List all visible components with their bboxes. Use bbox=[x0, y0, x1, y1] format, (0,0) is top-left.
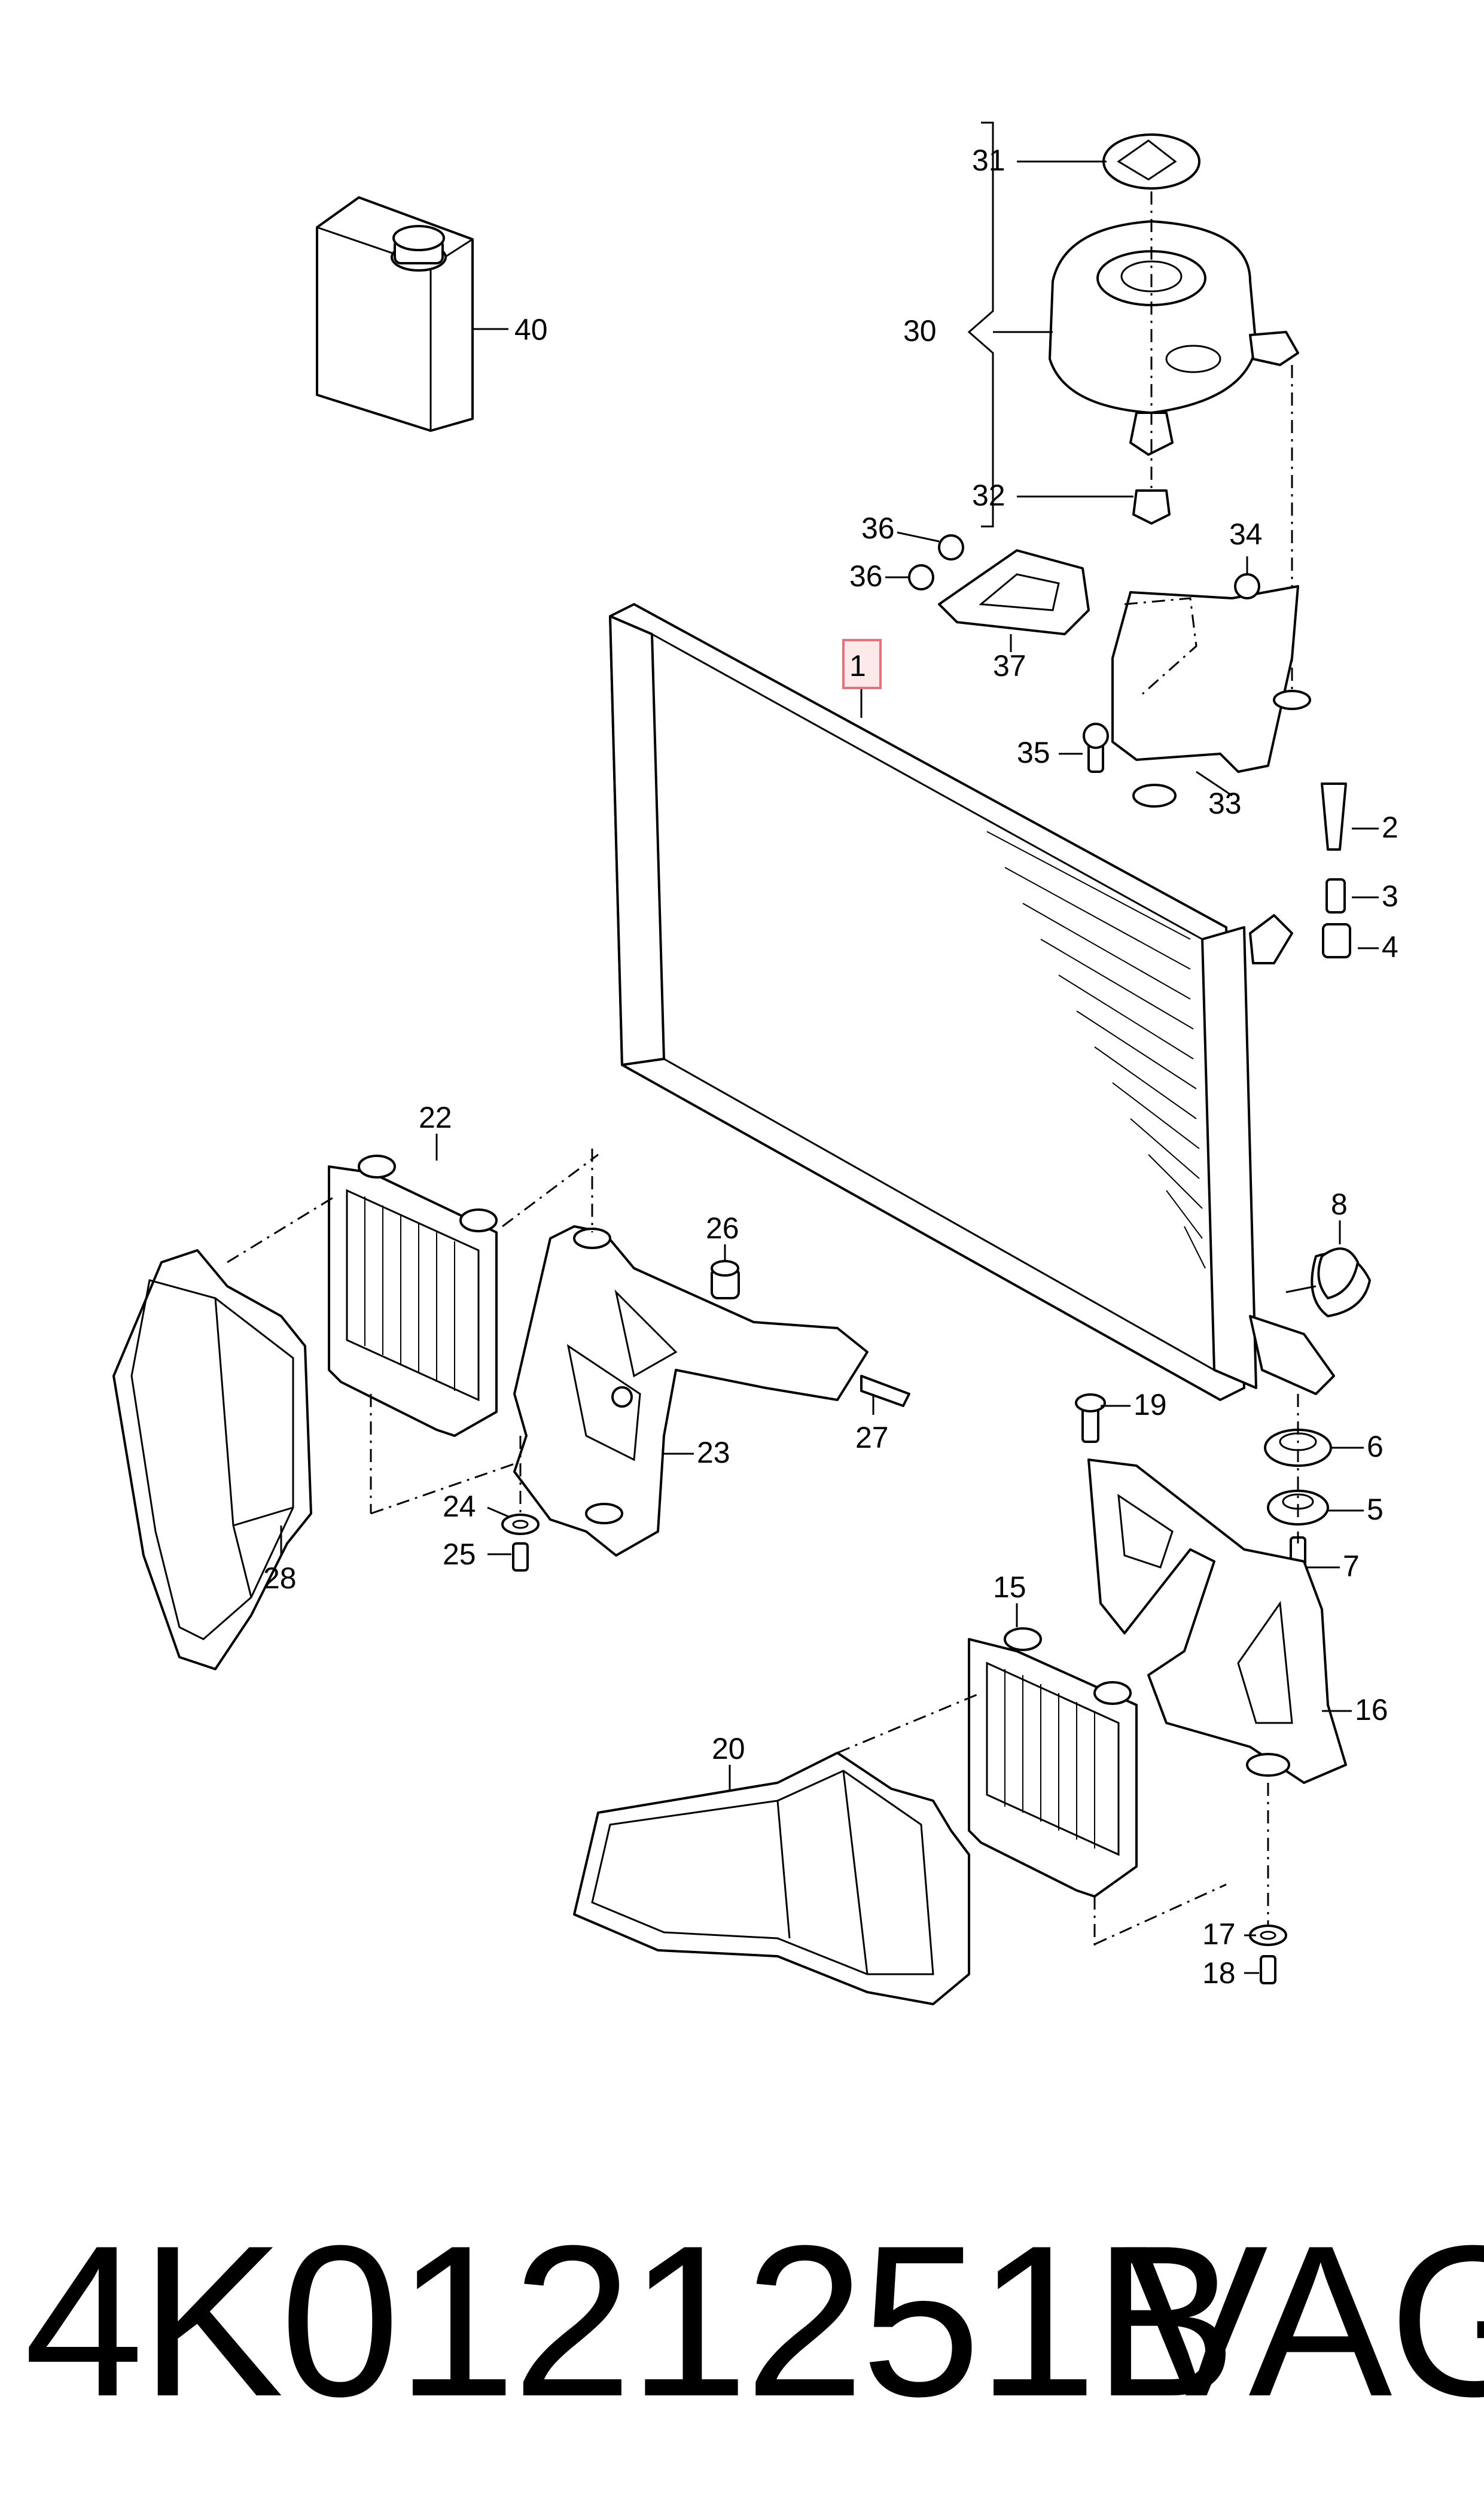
callout-4: 4 bbox=[1382, 930, 1398, 964]
callout-35: 35 bbox=[1017, 736, 1050, 769]
callout-labels: 1 2 3 4 5 6 7 8 15 16 17 18 19 20 22 23 … bbox=[263, 144, 1398, 1990]
callout-7: 7 bbox=[1343, 1549, 1360, 1583]
callout-27: 27 bbox=[855, 1421, 889, 1454]
parts-diagram: 1 2 3 4 5 6 7 8 15 16 17 18 19 20 22 23 … bbox=[112, 121, 1398, 2005]
right-bracket bbox=[1087, 1459, 1352, 1784]
callout-5: 5 bbox=[1367, 1493, 1384, 1526]
lower-mounts bbox=[1075, 1393, 1364, 1569]
callout-15: 15 bbox=[993, 1570, 1026, 1604]
washer-and-bolt-left bbox=[487, 1436, 540, 1572]
callout-26: 26 bbox=[706, 1211, 739, 1245]
coolant-canister bbox=[316, 196, 508, 432]
callout-24: 24 bbox=[443, 1490, 476, 1523]
left-bracket bbox=[513, 1149, 869, 1557]
callout-28: 28 bbox=[263, 1561, 297, 1595]
washer-and-bolt-right bbox=[1244, 1783, 1287, 1984]
callout-33: 33 bbox=[1208, 787, 1242, 820]
callout-1: 1 bbox=[849, 649, 866, 683]
expansion-tank-group bbox=[967, 121, 1299, 694]
highlight-box bbox=[842, 639, 882, 689]
callout-34: 34 bbox=[1229, 517, 1263, 551]
callout-8: 8 bbox=[1331, 1188, 1348, 1221]
radiator bbox=[609, 603, 1371, 1401]
callout-40: 40 bbox=[514, 313, 548, 346]
radiator-bushing bbox=[1317, 1220, 1359, 1299]
callout-18: 18 bbox=[1202, 1956, 1236, 1990]
bushing-and-stud bbox=[711, 1244, 910, 1415]
callout-3: 3 bbox=[1382, 879, 1398, 913]
callout-32: 32 bbox=[972, 479, 1005, 512]
callout-16: 16 bbox=[1355, 1693, 1388, 1727]
air-duct-right bbox=[573, 1692, 982, 2005]
radiator-mount-pins bbox=[1321, 783, 1379, 958]
callout-19: 19 bbox=[1133, 1388, 1167, 1421]
aux-radiator-right bbox=[968, 1603, 1227, 1950]
tank-brackets bbox=[885, 531, 1311, 808]
callout-2: 2 bbox=[1382, 811, 1398, 844]
callout-23: 23 bbox=[697, 1436, 730, 1469]
callout-36b: 36 bbox=[849, 559, 883, 593]
part-number-caption: 4K0121251B bbox=[24, 2201, 1237, 2441]
callout-30: 30 bbox=[903, 314, 937, 348]
callout-36a: 36 bbox=[861, 511, 895, 545]
callout-25: 25 bbox=[443, 1537, 476, 1571]
aux-radiator-left bbox=[328, 1134, 599, 1515]
callout-20: 20 bbox=[712, 1732, 745, 1765]
callout-17: 17 bbox=[1202, 1917, 1236, 1951]
callout-22: 22 bbox=[419, 1101, 452, 1134]
callout-6: 6 bbox=[1367, 1430, 1384, 1463]
brand-caption: VAG bbox=[1125, 2201, 1484, 2441]
callout-37: 37 bbox=[993, 649, 1026, 683]
air-duct-left bbox=[112, 1195, 336, 1670]
callout-31: 31 bbox=[972, 144, 1005, 177]
